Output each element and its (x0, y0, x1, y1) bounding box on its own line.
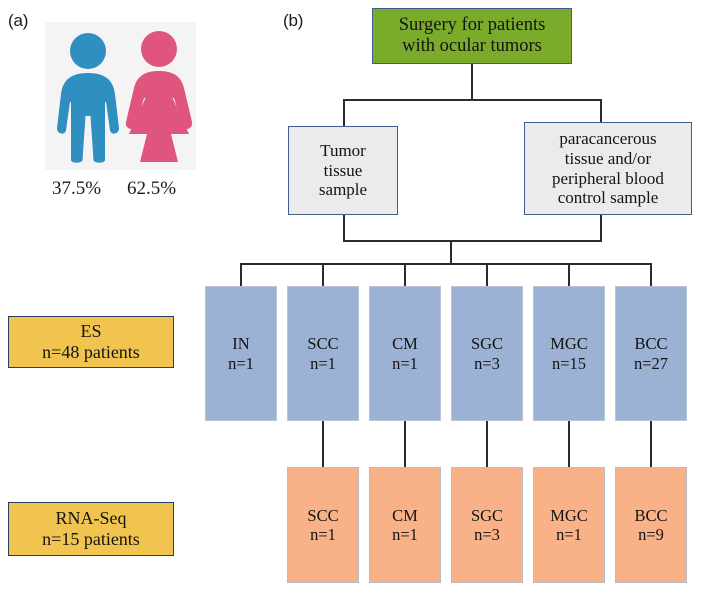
rnaseq-type-count: n=1 (310, 525, 336, 544)
node-rnaseq-line2: n=15 patients (42, 529, 140, 549)
node-es-cohort[interactable]: ES n=48 patients (8, 316, 174, 368)
node-paracancer-line1: paracancerous (559, 129, 657, 149)
tumor-type-count: n=15 (551, 353, 587, 373)
tumor-type-count: n=1 (228, 353, 254, 373)
tumor-type-abbr: BCC (634, 334, 668, 354)
rnaseq-type-abbr: BCC (634, 505, 668, 525)
node-tumor-line3: sample (318, 180, 368, 200)
rnaseq-type-count: n=1 (556, 525, 582, 544)
node-paracancer-line2: tissue and/or (564, 148, 652, 168)
tumor-type-count: n=3 (474, 353, 500, 373)
node-es-line2: n=48 patients (42, 342, 140, 362)
node-tumor-line1: Tumor (320, 140, 366, 160)
tumor-type-count: n=1 (392, 353, 418, 373)
connector-drop-scc (322, 263, 324, 286)
rnaseq-type-count: n=3 (474, 525, 500, 544)
node-tumor-tissue-sample[interactable]: Tumor tissue sample (288, 126, 398, 215)
tumor-type-abbr: SCC (307, 334, 339, 354)
female-percent-label: 62.5% (127, 178, 177, 199)
connector-drop-in (240, 263, 242, 286)
node-paracancer-line4: control sample (557, 188, 659, 208)
node-surgery-line1: Surgery for patients (398, 14, 546, 35)
connector-level1-bar (343, 99, 601, 101)
connector-to-tumor (343, 99, 345, 126)
connector-rnaseq-mgc (568, 421, 570, 467)
tumor-type-abbr: MGC (550, 334, 588, 354)
gender-percent-row: 37.5% 62.5% (30, 178, 210, 204)
node-paracancer-line3: peripheral blood (552, 168, 664, 188)
male-percent-label: 37.5% (52, 178, 102, 199)
connector-rnaseq-bcc (650, 421, 652, 467)
connector-drop-sgc (486, 263, 488, 286)
connector-drop-mgc (568, 263, 570, 286)
node-paracancerous-control-sample[interactable]: paracancerous tissue and/or peripheral b… (524, 122, 692, 215)
tumor-type-abbr: SGC (470, 334, 504, 354)
connector-paracancerous-down (600, 215, 602, 241)
rnaseq-type-abbr: SGC (470, 505, 504, 525)
tumor-type-count: n=1 (310, 353, 336, 373)
rnaseq-type-count: n=1 (392, 525, 418, 544)
connector-tumor-fanout-bar (240, 263, 651, 265)
female-person-icon (125, 31, 193, 162)
node-surgery-line2: with ocular tumors (402, 36, 542, 56)
connector-merge-stem (450, 240, 452, 264)
tumor-type-count: n=27 (633, 353, 669, 373)
rnaseq-type-abbr: CM (392, 505, 418, 525)
gender-distribution-panel (45, 22, 196, 170)
tumor-type-abbr: IN (232, 334, 250, 354)
rnaseq-type-count: n=9 (638, 525, 664, 544)
connector-drop-cm (404, 263, 406, 286)
connector-tumor-down (343, 215, 345, 241)
connector-rnaseq-sgc (486, 421, 488, 467)
rnaseq-type-abbr: SCC (307, 505, 339, 525)
male-person-icon (56, 33, 120, 163)
connector-merge-bar (343, 240, 602, 242)
node-rnaseq-line1: RNA-Seq (55, 508, 127, 529)
node-es-line1: ES (80, 321, 102, 342)
node-rnaseq-cohort[interactable]: RNA-Seq n=15 patients (8, 502, 174, 556)
connector-rnaseq-scc (322, 421, 324, 467)
connector-root-stem (471, 64, 473, 100)
node-tumor-line2: tissue (323, 160, 363, 180)
tumor-type-abbr: CM (392, 334, 418, 354)
panel-label-a: (a) (8, 11, 29, 30)
connector-drop-bcc (650, 263, 652, 286)
rnaseq-type-abbr: MGC (550, 505, 588, 525)
node-surgery-root[interactable]: Surgery for patients with ocular tumors (372, 8, 572, 64)
connector-rnaseq-cm (404, 421, 406, 467)
connector-to-paracancerous (600, 99, 602, 122)
panel-label-b: (b) (283, 11, 304, 30)
